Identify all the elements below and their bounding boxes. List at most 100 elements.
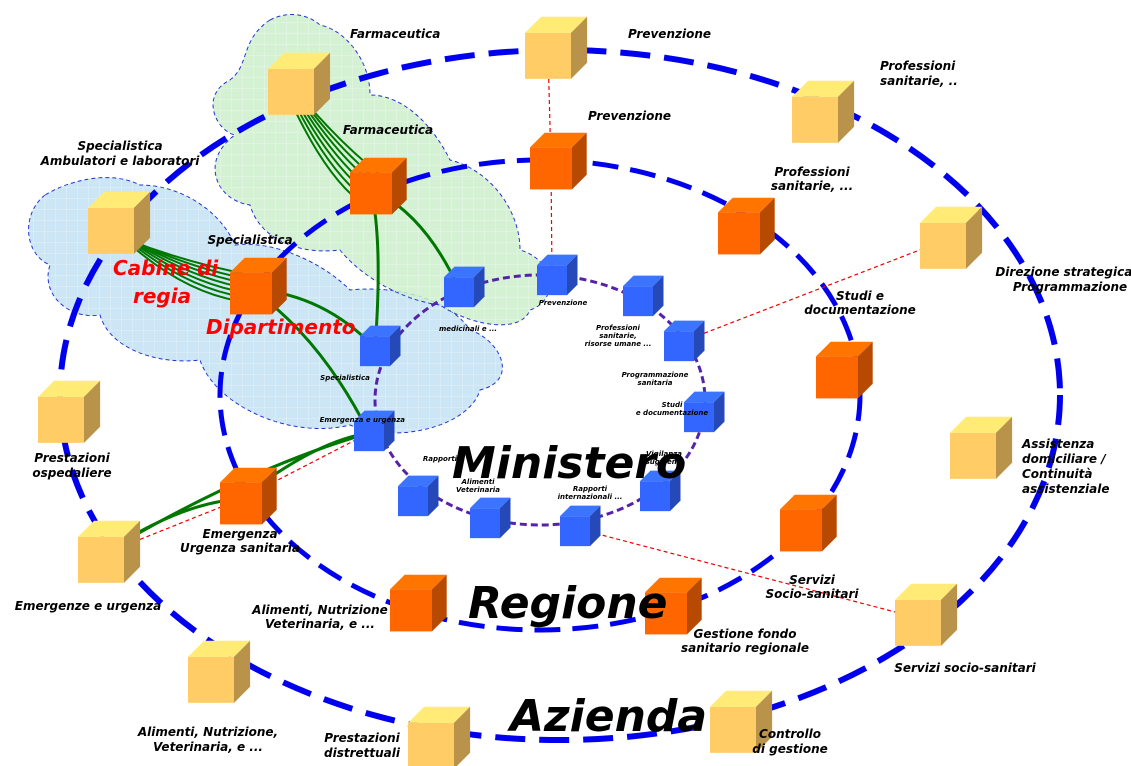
regione-cube [816,341,873,399]
azienda-label-line: Prestazioni [324,731,400,745]
ministero-label-line: internazionali ... [558,493,623,501]
ministero-label-line: Specialistica [320,374,370,382]
ministero-label-line: Rapporti [573,485,608,493]
cabine-label-line1: Cabine di [113,256,219,280]
regione-label-line: Urgenza sanitaria [180,541,300,555]
azienda-label-line: sanitarie, .. [880,74,958,88]
azienda-label-line: ospedaliere [32,466,111,480]
azienda-label-line: Programmazione [1013,280,1127,294]
azienda-label: Servizi socio-sanitari [894,661,1036,675]
azienda-cube [88,191,151,254]
regione-label-line: sanitario regionale [681,641,809,655]
regione-cube [718,197,775,255]
ministero-cube [684,391,725,433]
regione-cube [390,574,447,632]
azienda-cube [38,380,101,443]
ministero-label-line: sugli enti [646,458,683,466]
ministero-label: Rapporti [423,455,458,463]
azienda-cube [920,206,983,269]
azienda-label-line: Direzione strategica e [995,265,1131,279]
cabine-label-line2: regia [133,284,191,308]
azienda-label-line: Professioni [880,59,956,73]
azienda-label: Alimenti, Nutrizione,Veterinaria, e ... [137,725,278,754]
ministero-label-line: medicinali e ... [439,325,497,333]
dipartimento-label: Dipartimento [206,315,356,339]
ministero-cube [470,497,511,539]
azienda-cube [78,520,141,583]
azienda-cube [710,690,773,753]
ministero-cube [664,320,705,362]
ministero-label: Prevenzione [539,299,588,307]
regione-label: Farmaceutica [343,123,433,137]
regione-title: Regione [468,578,668,629]
ministero-label-line: Programmazione [622,371,689,379]
azienda-label: Emergenze e urgenza [15,599,161,613]
azienda-label-line: domiciliare / [1022,452,1107,466]
ministero-cube [560,505,601,547]
azienda-cube [268,52,331,115]
regione-label: Prevenzione [588,109,671,123]
azienda-cube [408,706,471,766]
ministero-label-line: Alimenti [461,478,496,486]
azienda-cube [792,80,855,143]
ministero-label: medicinali e ... [439,325,497,333]
azienda-cube [525,16,588,79]
azienda-title: Azienda [507,691,707,742]
ministero-cube [623,275,664,317]
azienda-label-line: Farmaceutica [350,27,440,41]
regione-label-line: Gestione fondo [694,627,797,641]
ministero-label-line: Studi [662,401,683,409]
azienda-label-line: Specialistica [77,139,162,153]
ministero-label-line: Prevenzione [539,299,588,307]
regione-label-line: Prevenzione [588,109,671,123]
azienda-label-line: Emergenze e urgenza [15,599,161,613]
ministero-cube [398,475,439,517]
ministero-label-line: sanitarie, [599,332,637,340]
azienda-label-line: Assistenza [1021,437,1094,451]
azienda-label-line: Prestazioni [34,451,110,465]
ministero-label-line: risorse umane ... [585,340,652,348]
azienda-label-line: di gestione [752,742,828,756]
regione-label-line: Studi e [836,289,884,303]
regione-label: Specialistica [207,233,292,247]
ministero-label-line: Emergenza e urgenza [320,416,406,424]
azienda-label-line: Servizi socio-sanitari [894,661,1036,675]
ministero-title: Ministero [452,438,686,489]
ministero-label-line: e documentazione [636,409,708,417]
regione-cube [780,494,837,552]
regione-cube [530,132,587,190]
regione-label-line: Specialistica [207,233,292,247]
azienda-label-line: Continuità [1022,467,1092,481]
ministero-cube [354,410,395,452]
ministero-label-line: Vigilanza [646,450,682,458]
azienda-label: Prevenzione [628,27,711,41]
dashed-link [678,240,944,344]
cubes-layer [38,16,1013,766]
ministero-label: Emergenza e urgenza [320,416,406,424]
regione-cube [220,467,277,525]
regione-label-line: Alimenti, Nutrizione [251,603,388,617]
azienda-cube [188,640,251,703]
dashed-link [574,527,919,619]
regione-label-line: Veterinaria, e ... [265,617,375,631]
azienda-label-line: distrettuali [324,746,401,760]
ministero-label-line: Professioni [596,324,640,332]
regione-cube [350,157,407,215]
ministero-label-line: sanitaria [638,379,673,387]
